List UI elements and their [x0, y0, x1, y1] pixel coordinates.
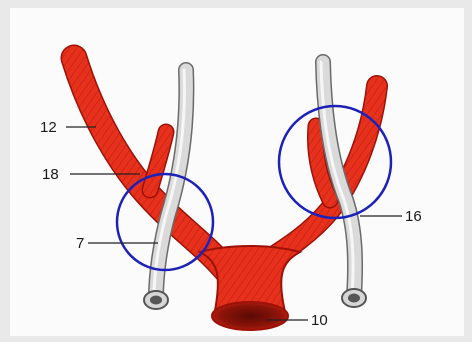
artery-lumen [212, 302, 288, 330]
label-10: 10 [311, 312, 328, 329]
label-12: 12 [40, 119, 57, 136]
label-18: 18 [42, 166, 59, 183]
label-7: 7 [76, 235, 84, 252]
label-16: 16 [405, 208, 422, 225]
